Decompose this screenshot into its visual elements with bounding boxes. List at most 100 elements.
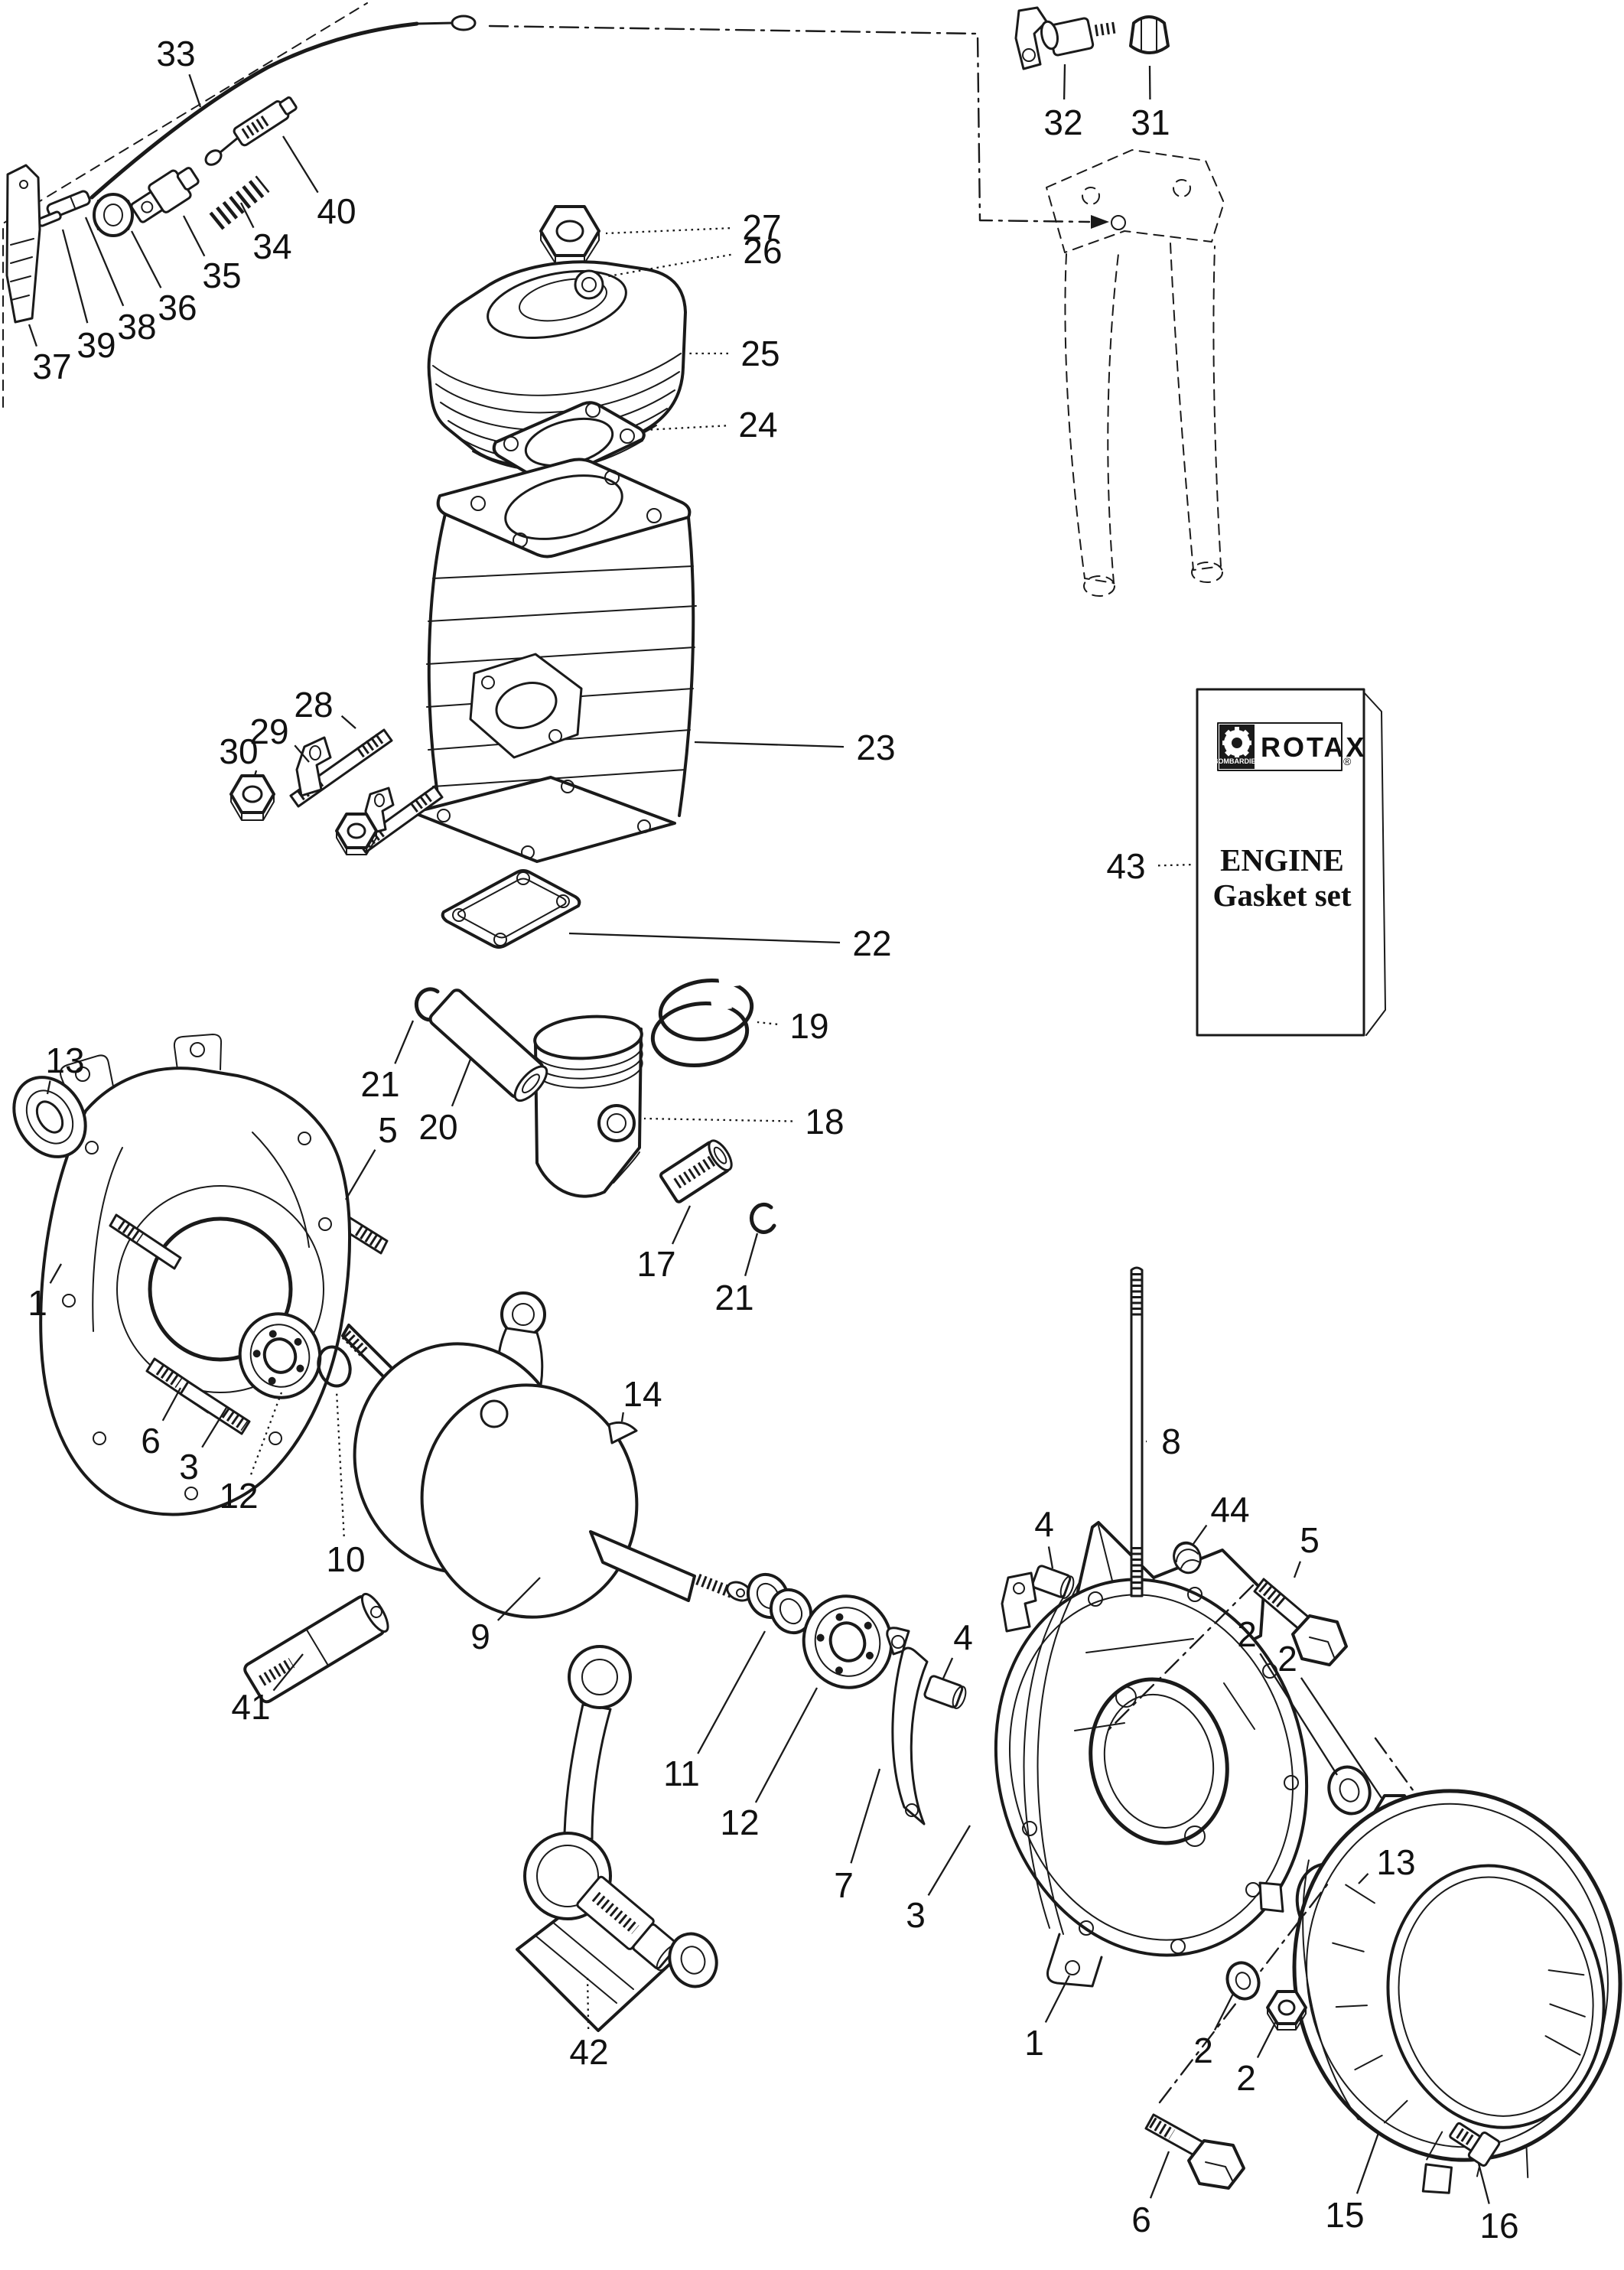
callout-15-52: 15 [1325,2195,1364,2235]
callout-27-10: 27 [742,207,781,247]
callout-11-35: 11 [663,1754,700,1793]
leader-13-21 [46,1080,51,1095]
leader-19-19 [757,1021,778,1025]
callout-33-0: 33 [156,34,195,73]
callout-10-31: 10 [326,1539,365,1579]
callout-31-9: 31 [1131,103,1170,142]
callout-9-32: 9 [470,1617,490,1656]
case-stud-installed [109,1213,182,1270]
washer [1225,1961,1261,2001]
needle-bearing [659,1139,733,1203]
manifold-nut [229,774,275,821]
callout-30-17: 30 [219,731,258,771]
case-stud [179,1380,251,1435]
crank-pin [243,1592,389,1704]
callout-42-39: 42 [569,2032,608,2072]
leader-21-22 [394,1020,415,1064]
callout-35-3: 35 [202,256,241,295]
leader-5-44 [1293,1561,1301,1578]
callout-28-15: 28 [294,685,333,725]
leader-22-18 [568,932,841,944]
box-title-line2: Gasket set [1212,878,1351,913]
leader-21-26 [744,1233,759,1277]
leader-3-38 [927,1825,971,1896]
callout-2-49: 2 [1193,2031,1213,2070]
callout-14-34: 14 [623,1374,662,1414]
head-nut [539,205,600,264]
crankcase-right [994,1521,1309,1988]
callout-44-43: 44 [1210,1490,1249,1529]
leader-5-24 [345,1149,376,1200]
callout-12-30: 12 [219,1476,258,1516]
callout-26-11: 26 [743,231,782,271]
leader-12-36 [754,1687,819,1803]
leader-28-15 [340,715,356,729]
leader-36-4 [130,230,162,288]
fan-housing [1258,1789,1622,2194]
logo-caption: BOMBARDIER [1213,757,1261,765]
callout-39-6: 39 [76,325,116,365]
valve-body [130,167,200,223]
callout-16-53: 16 [1479,2206,1518,2246]
callout-21-22: 21 [360,1064,399,1104]
leader-16-53 [1477,2163,1490,2204]
leader-14-34 [620,1412,624,1422]
shim-ring [317,1345,352,1388]
choke-lever [5,164,41,324]
callout-32-8: 32 [1043,103,1082,142]
leader-33-0 [188,73,202,108]
callout-36-4: 36 [158,288,197,327]
main-bearing [238,1312,322,1399]
cylinder-head [427,260,687,471]
callout-43-54: 43 [1106,846,1145,886]
decompression-valve [1014,6,1117,70]
cable-adjuster [233,96,298,147]
leader-24-13 [643,425,727,432]
callout-13-47: 13 [1376,1842,1415,1882]
callout-5-24: 5 [378,1110,398,1150]
leader-17-25 [671,1205,692,1245]
leader-27-10 [605,227,731,235]
leader-2-50 [1256,2021,1277,2058]
oil-seal [12,1076,87,1158]
leader-32-8 [1063,64,1066,100]
leader-11-35 [697,1630,766,1754]
ring-nut [93,193,134,237]
manifold-bracket [295,736,332,797]
main-bearing [802,1594,893,1689]
callout-2-46: 2 [1277,1639,1297,1679]
leader-41-33 [272,1653,304,1692]
callout-37-7: 37 [32,347,71,386]
base-gasket [441,869,581,949]
throttle-cable [89,15,477,200]
callout-22-18: 22 [852,923,891,963]
callout-18-20: 18 [805,1102,844,1142]
leader-39-6 [61,229,89,324]
cap-nut [1129,15,1170,54]
leader-12-30 [250,1392,283,1475]
leader-40-1 [282,135,319,194]
fastener-axis [1374,1737,1449,1839]
leader-2-49 [1213,1993,1235,2031]
leader-20-23 [451,1057,473,1107]
leader-23-14 [694,741,845,748]
callout-29-16: 29 [249,712,288,751]
circlip [750,1202,776,1234]
arrowhead [1091,215,1109,229]
leader-37-7 [28,324,37,347]
box-title-line1: ENGINE [1220,842,1344,878]
callout-5-44: 5 [1300,1520,1320,1560]
piston [533,1014,643,1198]
throttle-spring [209,175,270,230]
hex-bolt [1144,2113,1245,2190]
case-gasket [886,1627,929,1825]
bombardier-logo: BOMBARDIER [1213,725,1261,769]
leader-7-37 [850,1768,881,1864]
callout-3-29: 3 [179,1447,199,1487]
flat-key [46,190,91,219]
ghost-bracket [1046,149,1225,597]
leader-38-5 [84,217,125,307]
long-stud [1130,1266,1144,1597]
